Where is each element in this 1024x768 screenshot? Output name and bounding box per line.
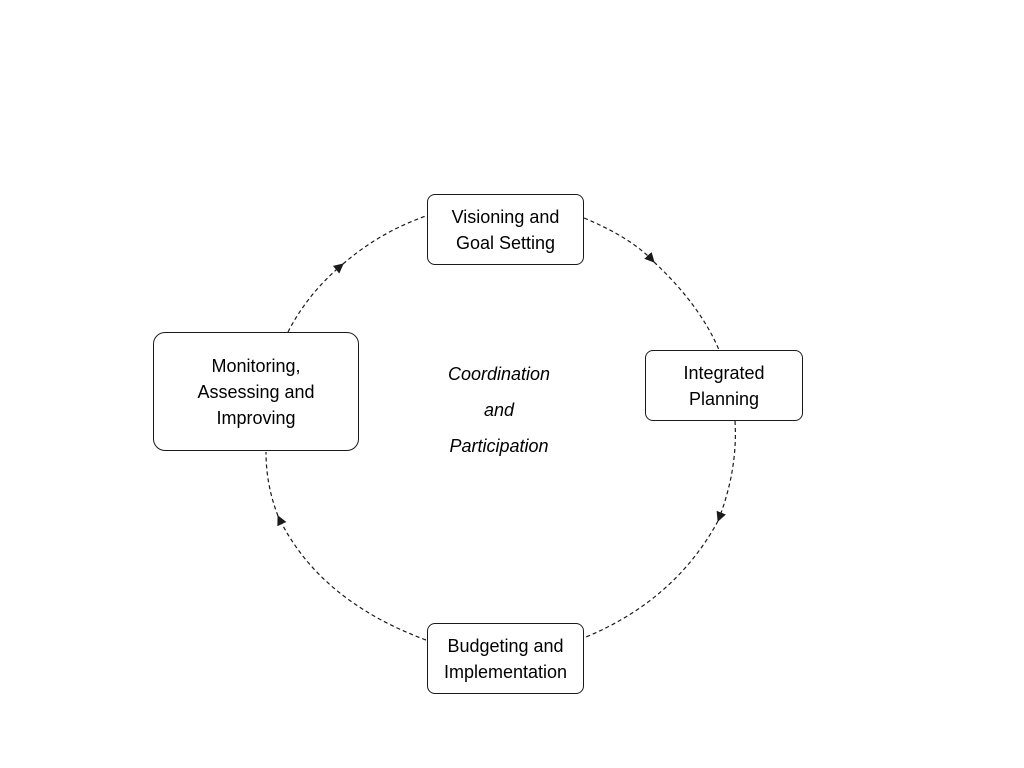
node-integrated-planning-label: Integrated Planning	[683, 360, 764, 412]
edge-integrated-to-budgeting	[716, 420, 736, 522]
node-budgeting-line2: Implementation	[443, 661, 568, 682]
center-label-line1: Coordination	[447, 364, 551, 384]
node-budgeting: Budgeting and Implementation	[427, 623, 584, 694]
edge-monitoring-to-visioning	[287, 263, 344, 333]
node-budgeting-line1: Budgeting and	[447, 635, 564, 656]
node-integrated-planning: Integrated Planning	[645, 350, 803, 421]
node-monitoring-line3: Improving	[216, 407, 296, 428]
edge-budgeting-to-monitoring-tail	[265, 451, 279, 517]
node-integrated-line2: Planning	[688, 388, 760, 409]
edge-visioning-to-integrated-tail	[653, 261, 720, 351]
node-visioning-label: Visioning and Goal Setting	[452, 204, 560, 256]
node-monitoring-label: Monitoring, Assessing and Improving	[197, 353, 314, 431]
node-monitoring-line1: Monitoring,	[211, 355, 301, 376]
center-label-line3: Participation	[449, 436, 549, 456]
edge-integrated-to-budgeting-tail	[585, 520, 719, 638]
center-label: Coordination and Participation	[409, 356, 589, 464]
center-label-line2: and	[483, 400, 515, 420]
node-visioning: Visioning and Goal Setting	[427, 194, 584, 265]
node-monitoring: Monitoring, Assessing and Improving	[153, 332, 359, 451]
edge-visioning-to-integrated	[583, 217, 655, 263]
node-integrated-line1: Integrated	[683, 362, 765, 383]
edge-monitoring-to-visioning-tail	[342, 215, 427, 265]
node-monitoring-line2: Assessing and	[197, 381, 315, 402]
node-visioning-line2: Goal Setting	[455, 232, 556, 253]
edge-budgeting-to-monitoring-head	[277, 515, 427, 641]
node-visioning-line1: Visioning and	[451, 206, 560, 227]
node-budgeting-label: Budgeting and Implementation	[444, 633, 567, 685]
